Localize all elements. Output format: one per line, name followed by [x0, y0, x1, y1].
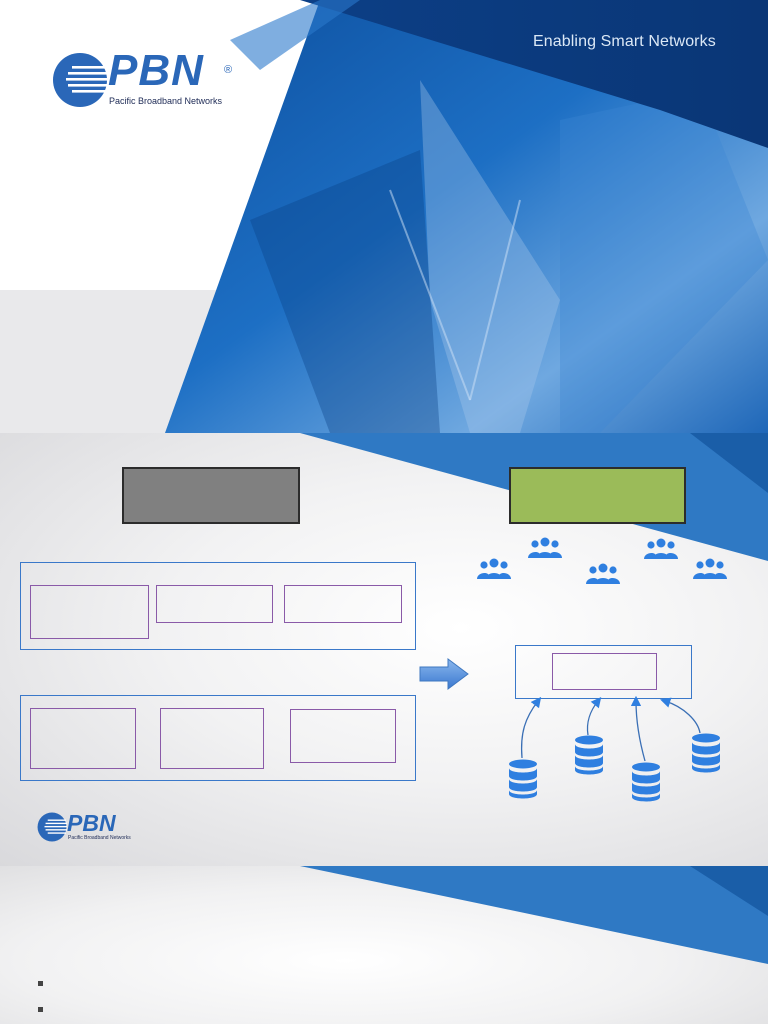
pbn-globe-icon [37, 812, 67, 842]
database-icon [692, 733, 720, 773]
left-header-box [122, 467, 300, 524]
database-icon [509, 759, 537, 799]
bullet-slide [0, 866, 768, 1024]
target-module-box [552, 653, 657, 690]
users-icon [693, 558, 727, 579]
users-icon [477, 558, 511, 579]
module-box [30, 708, 136, 769]
tagline: Enabling Smart Networks [533, 33, 716, 50]
users-icon [644, 538, 678, 559]
title-slide: Enabling Smart Networks PBN ® Pacific Br… [0, 0, 768, 433]
users-icon [586, 563, 620, 584]
bullet-slide-background [300, 866, 768, 964]
diagram-slide: PBN Pacific Broadband Networks [0, 433, 768, 866]
users-icon [528, 537, 562, 558]
module-box [156, 585, 273, 623]
module-box [290, 709, 396, 763]
module-box [284, 585, 402, 623]
pbn-logo: PBN ® Pacific Broadband Networks [52, 46, 242, 108]
logo-subtitle: Pacific Broadband Networks [68, 835, 131, 841]
logo-wordmark: PBN [67, 810, 116, 836]
title-background [0, 0, 768, 433]
group-box-bottom [20, 695, 416, 781]
logo-wordmark: PBN [108, 46, 204, 95]
pbn-globe-icon [53, 53, 108, 107]
module-box [160, 708, 264, 769]
module-box [30, 585, 149, 639]
logo-subtitle: Pacific Broadband Networks [109, 96, 223, 106]
group-box-top [20, 562, 416, 650]
right-header-box [509, 467, 686, 524]
bullet-marker [38, 1007, 43, 1012]
bullet-marker [38, 981, 43, 986]
arrow-right-icon [419, 658, 469, 690]
database-icon [575, 735, 603, 775]
registered-mark: ® [224, 64, 233, 76]
pbn-logo-small: PBN Pacific Broadband Networks [37, 810, 147, 844]
target-box [515, 645, 692, 699]
database-icon [632, 762, 660, 802]
